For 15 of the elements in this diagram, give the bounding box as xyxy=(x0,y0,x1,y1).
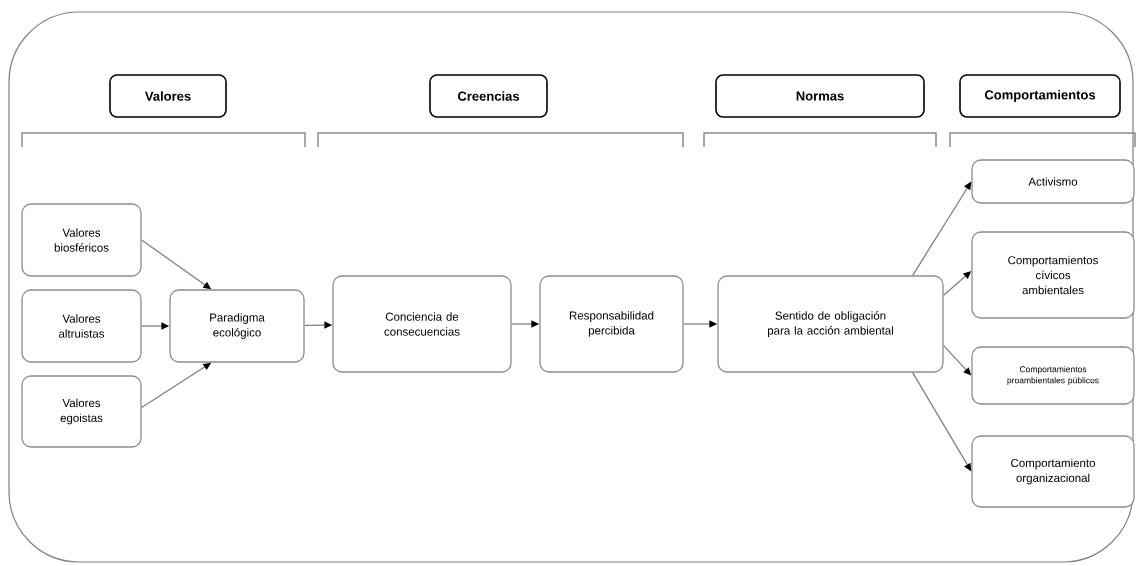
process-box: Comportamientos proambientales públicos xyxy=(971,346,1135,405)
process-box: Comportamiento organizacional xyxy=(971,435,1135,508)
stage-header-box: Normas xyxy=(715,74,925,118)
stage-header-box: Valores xyxy=(109,74,227,118)
stage-header-box: Comportamientos xyxy=(959,74,1121,118)
process-box: Responsabilidad percibida xyxy=(539,275,684,373)
process-box: Sentido de obligación para la acción ambiental xyxy=(717,275,944,373)
process-box: Valores altruistas xyxy=(21,289,142,363)
process-box: Paradigma ecológico xyxy=(169,289,305,363)
stage-header-box: Creencias xyxy=(429,74,548,118)
process-box: Valores biosféricos xyxy=(21,203,142,277)
process-box: Conciencia de consecuencias xyxy=(332,275,512,373)
process-box: Activismo xyxy=(971,159,1135,204)
process-box: Comportamientos cívicos ambientales xyxy=(971,231,1135,319)
process-box: Valores egoistas xyxy=(21,375,142,448)
